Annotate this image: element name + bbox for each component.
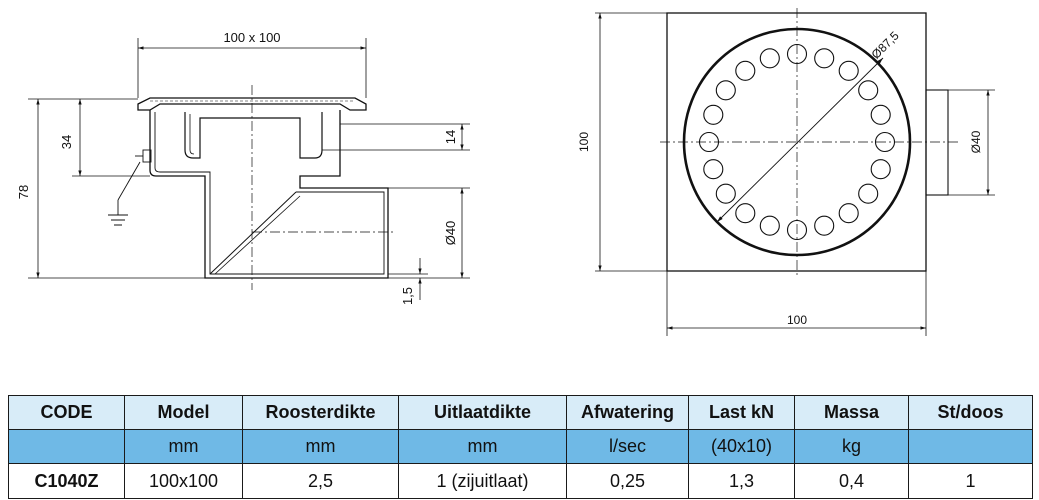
drain-hole <box>715 80 736 101</box>
header-last-kn: Last kN <box>688 395 795 430</box>
drain-hole <box>759 215 780 236</box>
header-code: CODE <box>8 395 125 430</box>
drain-hole <box>814 215 835 236</box>
spec-table: CODE Model Roosterdikte Uitlaatdikte Afw… <box>8 395 1033 499</box>
drain-hole <box>698 131 720 153</box>
drain-hole <box>703 159 724 180</box>
drain-hole <box>870 104 891 125</box>
table-header-row: CODE Model Roosterdikte Uitlaatdikte Afw… <box>8 395 1033 430</box>
cell-st-doos: 1 <box>908 463 1033 499</box>
cell-uitlaatdikte: 1 (zijuitlaat) <box>398 463 567 499</box>
drain-hole <box>814 48 835 69</box>
cell-afwatering: 0,25 <box>566 463 689 499</box>
unit-afwatering: l/sec <box>566 429 689 464</box>
drain-hole <box>874 131 896 153</box>
drain-hole <box>735 203 756 224</box>
header-model: Model <box>124 395 243 430</box>
dim-height-34: 34 <box>59 135 74 149</box>
drain-hole <box>759 48 780 69</box>
drain-hole <box>786 43 808 65</box>
cell-roosterdikte: 2,5 <box>242 463 399 499</box>
unit-model: mm <box>124 429 243 464</box>
unit-roosterdikte: mm <box>242 429 399 464</box>
cell-last-kn: 1,3 <box>688 463 795 499</box>
table-units-row: mm mm mm l/sec (40x10) kg <box>8 429 1033 464</box>
table-row: C1040Z 100x100 2,5 1 (zijuitlaat) 0,25 1… <box>8 463 1033 499</box>
dim-top-width: 100 x 100 <box>223 30 280 45</box>
unit-last-kn: (40x10) <box>688 429 795 464</box>
technical-drawing: 100 x 100 78 34 14 Ø40 1,5 100 100 Ø87,5… <box>16 8 995 336</box>
header-st-doos: St/doos <box>908 395 1033 430</box>
unit-code <box>8 429 125 464</box>
side-view <box>28 38 470 300</box>
dim-14: 14 <box>443 130 458 144</box>
drain-hole <box>838 203 859 224</box>
drain-hole <box>715 183 736 204</box>
drain-hole <box>703 104 724 125</box>
dim-outlet-40: Ø40 <box>443 221 458 246</box>
cell-massa: 0,4 <box>794 463 909 499</box>
dim-height-78: 78 <box>16 185 31 199</box>
header-massa: Massa <box>794 395 909 430</box>
dim-top-width-100: 100 <box>787 313 807 327</box>
header-afwatering: Afwatering <box>566 395 689 430</box>
drain-hole <box>786 219 808 241</box>
unit-massa: kg <box>794 429 909 464</box>
top-view <box>595 8 995 336</box>
drain-hole <box>858 80 879 101</box>
drain-hole <box>838 60 859 81</box>
dim-circle-diameter: Ø87,5 <box>869 28 902 61</box>
header-uitlaatdikte: Uitlaatdikte <box>398 395 567 430</box>
cell-code: C1040Z <box>8 463 125 499</box>
unit-uitlaatdikte: mm <box>398 429 567 464</box>
dim-top-height-100: 100 <box>577 132 591 152</box>
drain-hole <box>870 159 891 180</box>
dim-1-5: 1,5 <box>400 287 415 305</box>
drain-hole <box>735 60 756 81</box>
header-roosterdikte: Roosterdikte <box>242 395 399 430</box>
drain-hole <box>858 183 879 204</box>
dim-outlet-diameter: Ø40 <box>969 130 983 153</box>
cell-model: 100x100 <box>124 463 243 499</box>
unit-st-doos <box>908 429 1033 464</box>
